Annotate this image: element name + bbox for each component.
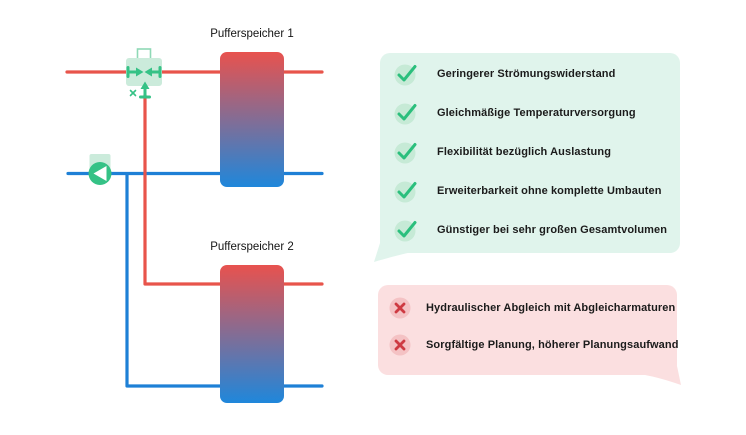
list-item: Hydraulischer Abgleich mit Abgleicharmat… [389,289,675,326]
advantage-text: Erweiterbarkeit ohne komplette Umbauten [437,184,662,197]
x-icon [389,297,411,318]
check-icon [394,181,417,202]
disadvantage-text: Sorgfältige Planung, höherer Planungsauf… [426,338,679,351]
check-icon [394,220,417,241]
check-icon [394,103,417,124]
three-way-mixing-valve-icon [126,48,162,99]
list-item: Flexibilität bezüglich Auslastung [394,132,670,171]
check-icon [394,64,417,85]
list-item: Geringerer Strömungswiderstand [394,54,670,93]
advantage-text: Flexibilität bezüglich Auslastung [437,145,612,158]
advantage-text: Gleichmäßige Temperaturversorgung [437,106,636,119]
valve-closed-port-marker [129,89,137,97]
advantage-text: Geringerer Strömungswiderstand [437,67,616,80]
list-item: Günstiger bei sehr großen Gesamtvolumen [394,210,670,249]
disadvantages-panel: Hydraulischer Abgleich mit Abgleicharmat… [378,285,681,385]
buffer-tank-1 [220,52,284,187]
list-item: Gleichmäßige Temperaturversorgung [394,93,670,132]
tank-2-label: Pufferspeicher 2 [210,241,294,253]
disadvantage-text: Hydraulischer Abgleich mit Abgleicharmat… [426,301,676,314]
tank-1-label: Pufferspeicher 1 [210,28,294,40]
x-icon [389,334,411,355]
list-item: Erweiterbarkeit ohne komplette Umbauten [394,171,670,210]
check-icon [394,142,417,163]
advantage-text: Günstiger bei sehr großen Gesamtvolumen [437,223,668,236]
advantages-panel: Geringerer Strömungswiderstand Gleichmäß… [374,53,680,262]
circulation-pump-icon [88,154,112,185]
list-item: Sorgfältige Planung, höherer Planungsauf… [389,326,678,363]
buffer-tank-2 [220,265,284,403]
